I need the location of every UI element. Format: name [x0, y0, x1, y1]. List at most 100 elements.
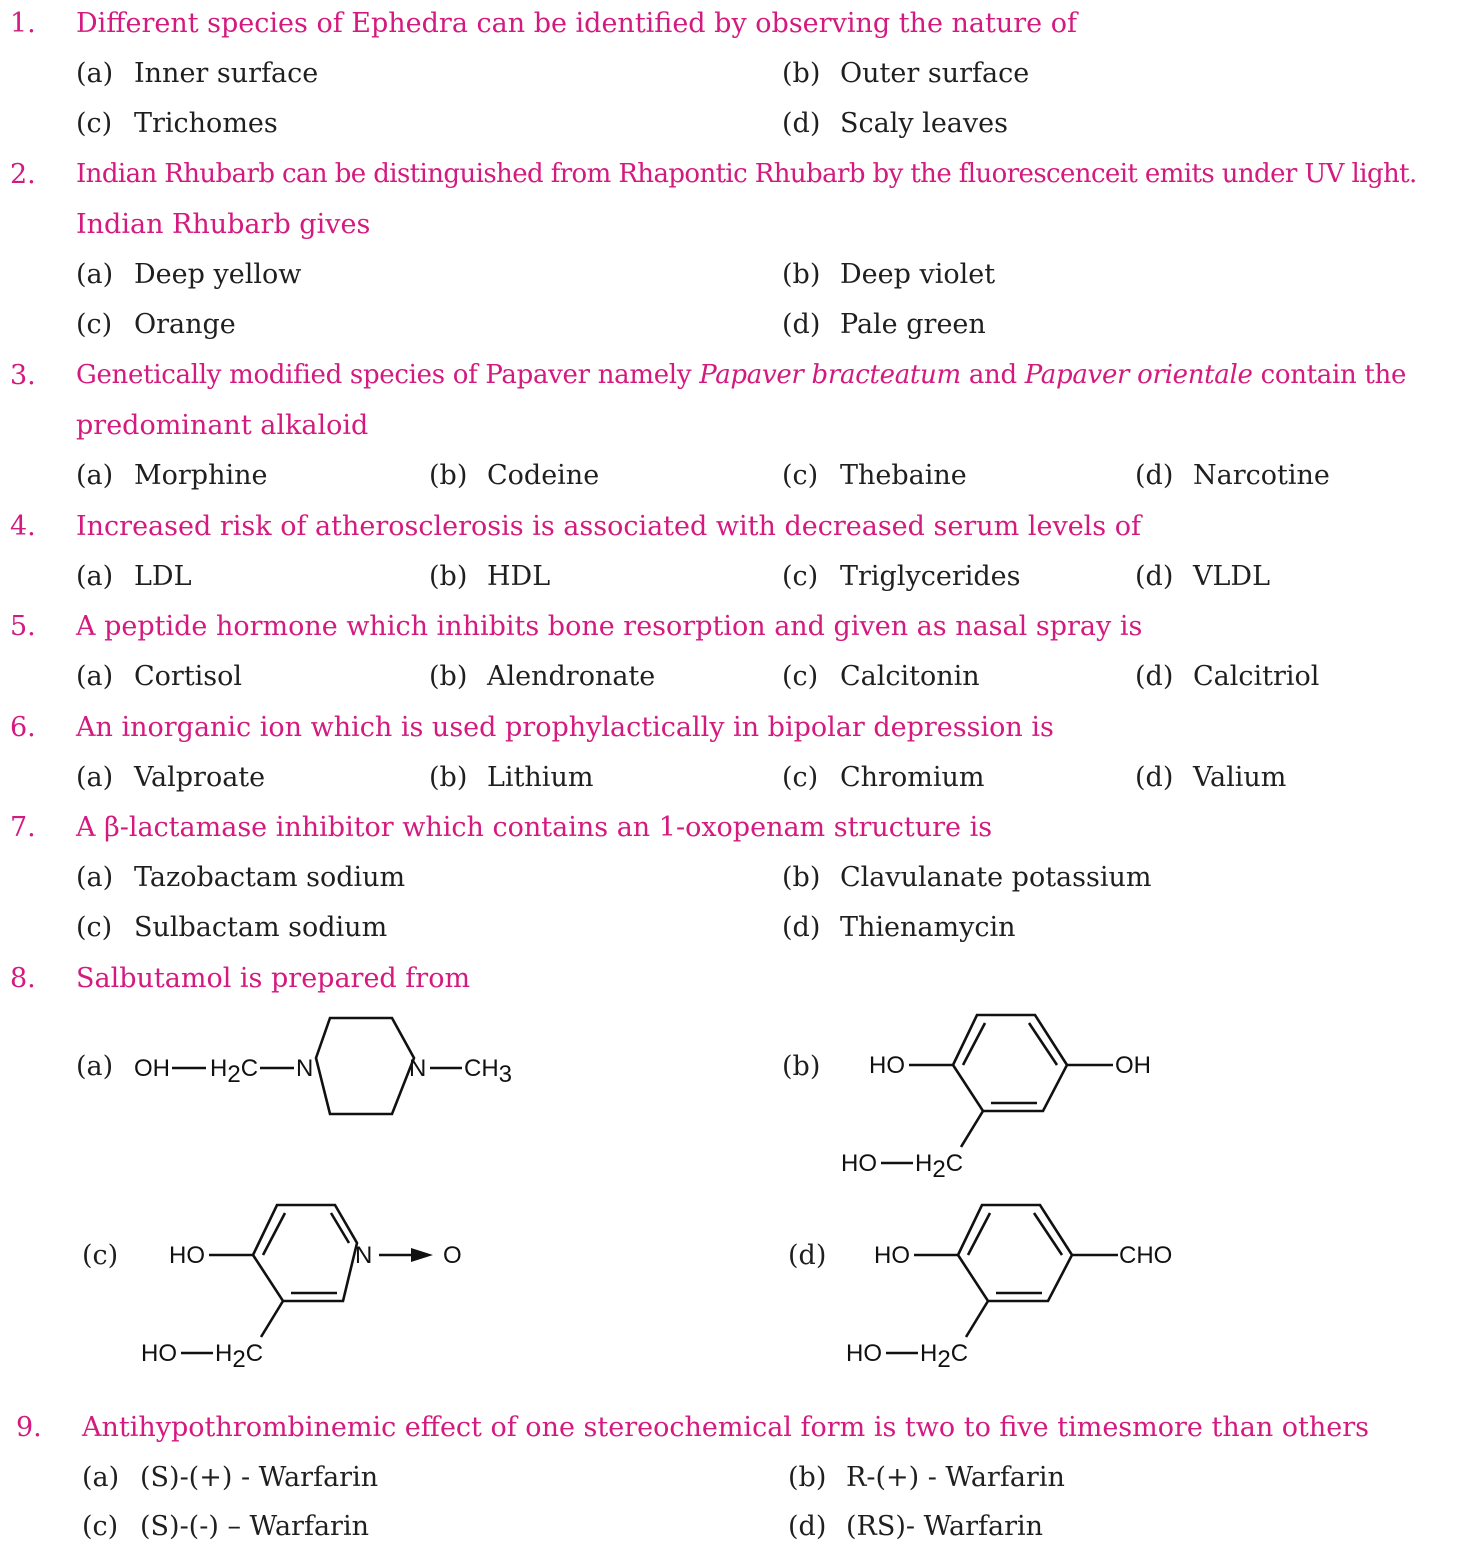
q3-option-b[interactable]: (b)Codeine [429, 460, 599, 491]
bond [259, 1300, 285, 1338]
q3-option-a[interactable]: (a)Morphine [76, 460, 267, 491]
question-6-text: An inorganic ion which is used prophylac… [76, 712, 1054, 743]
q1-option-a[interactable]: (a) Inner surface [76, 58, 318, 89]
q8-option-c-label[interactable]: (c) [82, 1240, 119, 1271]
q6-option-c[interactable]: (c)Chromium [782, 762, 984, 793]
option-label: (b) [429, 762, 468, 793]
ho-group-2: HO [141, 1340, 177, 1367]
question-1-text: Different species of Ephedra can be iden… [76, 8, 1077, 39]
option-text: VLDL [1193, 561, 1271, 592]
q2-option-b[interactable]: (b)Deep violet [782, 259, 995, 290]
option-text: Valium [1193, 762, 1287, 793]
structure-a-piperazine[interactable]: OH H2C N N CH3 [130, 1010, 550, 1125]
q2-option-d[interactable]: (d)Pale green [782, 309, 986, 340]
q2-option-a[interactable]: (a)Deep yellow [76, 259, 301, 290]
option-label: (d) [1135, 561, 1174, 592]
double-bond [261, 1212, 287, 1256]
option-text: Tazobactam sodium [134, 862, 406, 893]
structure-b-diol[interactable]: HO OH HO H2C [835, 1005, 1175, 1180]
q7-option-d[interactable]: (d)Thienamycin [782, 912, 1016, 943]
question-7-number: 7. [10, 812, 36, 843]
q3-option-d[interactable]: (d) Narcotine [1135, 460, 1330, 491]
q6-option-d[interactable]: (d) Valium [1135, 762, 1286, 793]
option-label: (a) [76, 58, 114, 89]
option-text: R-(+) - Warfarin [846, 1462, 1065, 1493]
option-label: (c) [782, 561, 819, 592]
h2c-group: H2C [915, 1150, 963, 1180]
q7-option-a[interactable]: (a) Tazobactam sodium [76, 862, 405, 893]
option-text: Alendronate [487, 661, 656, 692]
option-label: (c) [76, 108, 113, 139]
arrow-head [411, 1248, 433, 1262]
question-2-text: Indian Rhubarb can be distinguished from… [76, 159, 1417, 189]
question-8-text: Salbutamol is prepared from [76, 963, 471, 994]
q9-option-a[interactable]: (a)(S)-(+) - Warfarin [82, 1462, 378, 1493]
q4-option-c[interactable]: (c)Triglycerides [782, 561, 1020, 592]
q5-option-d[interactable]: (d)Calcitriol [1135, 661, 1319, 692]
option-text: Clavulanate potassium [840, 862, 1152, 893]
double-bond [1032, 1212, 1064, 1256]
option-label: (c) [782, 460, 819, 491]
option-text: Thienamycin [840, 912, 1016, 943]
option-label: (b) [429, 561, 468, 592]
option-text: Inner surface [134, 58, 319, 89]
q6-option-b[interactable]: (b) Lithium [429, 762, 593, 793]
q7-option-c[interactable]: (c)Sulbactam sodium [76, 912, 387, 943]
option-text: Valproate [134, 762, 266, 793]
question-3-text: Genetically modified species of Papaver … [76, 360, 1406, 390]
option-label: (b) [429, 460, 468, 491]
q8-option-d-label[interactable]: (d) [788, 1240, 827, 1271]
option-label: (d) [782, 309, 821, 340]
option-text: Orange [134, 309, 236, 340]
option-text: Deep yellow [134, 259, 302, 290]
q8-option-b-label[interactable]: (b) [782, 1051, 821, 1082]
oh-group: OH [1115, 1052, 1151, 1079]
pyridine-ring [251, 1203, 359, 1303]
q4-option-a[interactable]: (a)LDL [76, 561, 192, 592]
species-name-2: Papaver orientale [1024, 360, 1253, 390]
q1-option-b[interactable]: (b)Outer surface [782, 58, 1029, 89]
piperazine-ring [314, 1016, 416, 1116]
q8-option-a-label[interactable]: (a) [76, 1051, 114, 1082]
q5-option-a[interactable]: (a)Cortisol [76, 661, 242, 692]
option-text: Narcotine [1193, 460, 1330, 491]
question-1-number: 1. [10, 8, 36, 39]
question-3-text-part3: contain the [1252, 360, 1407, 390]
benzene-ring [956, 1203, 1074, 1303]
q2-option-c[interactable]: (c)Orange [76, 309, 236, 340]
option-text: LDL [134, 561, 192, 592]
option-text: Lithium [487, 762, 594, 793]
double-bond [961, 1022, 987, 1066]
ho-group: HO [869, 1052, 905, 1079]
bond [959, 1110, 985, 1148]
nitrogen: N [355, 1242, 372, 1269]
ho-group: HO [169, 1242, 205, 1269]
h2c-group: H2C [210, 1055, 258, 1088]
question-9-number: 9. [16, 1412, 42, 1443]
question-6-number: 6. [10, 712, 36, 743]
question-2-text-line2: Indian Rhubarb gives [76, 209, 371, 240]
q9-option-c[interactable]: (c)(S)-(-) – Warfarin [82, 1511, 369, 1542]
q1-option-d[interactable]: (d)Scaly leaves [782, 108, 1008, 139]
option-label: (a) [76, 862, 114, 893]
q4-option-b[interactable]: (b)HDL [429, 561, 550, 592]
option-label: (d) [1135, 460, 1174, 491]
question-8-number: 8. [10, 963, 36, 994]
q7-option-b[interactable]: (b)Clavulanate potassium [782, 862, 1152, 893]
q9-option-d[interactable]: (d) (RS)- Warfarin [788, 1511, 1043, 1542]
option-text: (RS)- Warfarin [846, 1511, 1044, 1542]
q5-option-b[interactable]: (b)Alendronate [429, 661, 655, 692]
q9-option-b[interactable]: (b) R-(+) - Warfarin [788, 1462, 1065, 1493]
q5-option-c[interactable]: (c)Calcitonin [782, 661, 980, 692]
q1-option-c[interactable]: (c)Trichomes [76, 108, 278, 139]
option-label: (b) [788, 1462, 827, 1493]
ch3-group: CH3 [464, 1055, 512, 1088]
structure-d-aldehyde[interactable]: HO CHO HO H2C [840, 1195, 1185, 1370]
q3-option-c[interactable]: (c)Thebaine [782, 460, 967, 491]
ho-group-2: HO [846, 1340, 882, 1367]
q6-option-a[interactable]: (a)Valproate [76, 762, 265, 793]
structure-c-pyridine-n-oxide[interactable]: HO N O HO H2C [135, 1195, 475, 1370]
option-label: (d) [788, 1511, 827, 1542]
q4-option-d[interactable]: (d) VLDL [1135, 561, 1270, 592]
option-label: (d) [1135, 762, 1174, 793]
